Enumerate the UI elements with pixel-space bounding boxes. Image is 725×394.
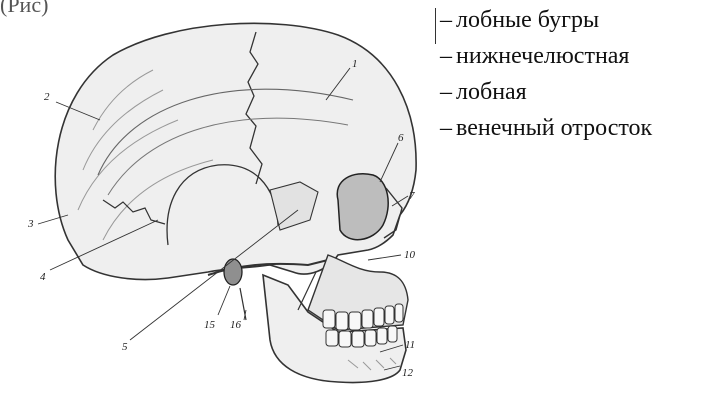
- label-6: 6: [398, 132, 404, 144]
- label-7: 7: [409, 190, 415, 202]
- label-16: 16: [230, 319, 242, 331]
- answer-text: нижнечелюстная: [456, 43, 629, 69]
- label-15: 15: [204, 319, 216, 331]
- answer-item: –венечный отросток: [440, 110, 652, 146]
- label-1: 1: [352, 58, 358, 70]
- label-12: 12: [402, 367, 414, 379]
- answer-dash: –: [440, 115, 452, 141]
- label-2: 2: [44, 91, 50, 103]
- orbit: [337, 174, 388, 240]
- answer-text: лобные бугры: [456, 7, 599, 33]
- answer-dash: –: [440, 7, 452, 33]
- bracket-line: [435, 8, 436, 44]
- skull-illustration: 1 2 3 4 5 6 7 10 11 12 15 16: [8, 10, 428, 394]
- answer-item: –лобные бугры: [440, 2, 599, 38]
- answer-text: венечный отросток: [456, 115, 652, 141]
- answer-list: –лобные бугры –нижнечелюстная –лобная –в…: [434, 2, 724, 182]
- external-acoustic-meatus: [224, 259, 242, 285]
- label-11: 11: [405, 339, 415, 351]
- answer-item: –нижнечелюстная: [440, 38, 629, 74]
- label-5: 5: [122, 341, 128, 353]
- answer-dash: –: [440, 43, 452, 69]
- label-4: 4: [40, 271, 46, 283]
- answer-item: –лобная: [440, 74, 527, 110]
- answer-text: лобная: [456, 79, 527, 105]
- answer-dash: –: [440, 79, 452, 105]
- skull-diagram: 1 2 3 4 5 6 7 10 11 12 15 16: [8, 10, 428, 394]
- label-3: 3: [27, 218, 34, 230]
- label-10: 10: [404, 249, 416, 261]
- cranium-outline: [55, 23, 416, 279]
